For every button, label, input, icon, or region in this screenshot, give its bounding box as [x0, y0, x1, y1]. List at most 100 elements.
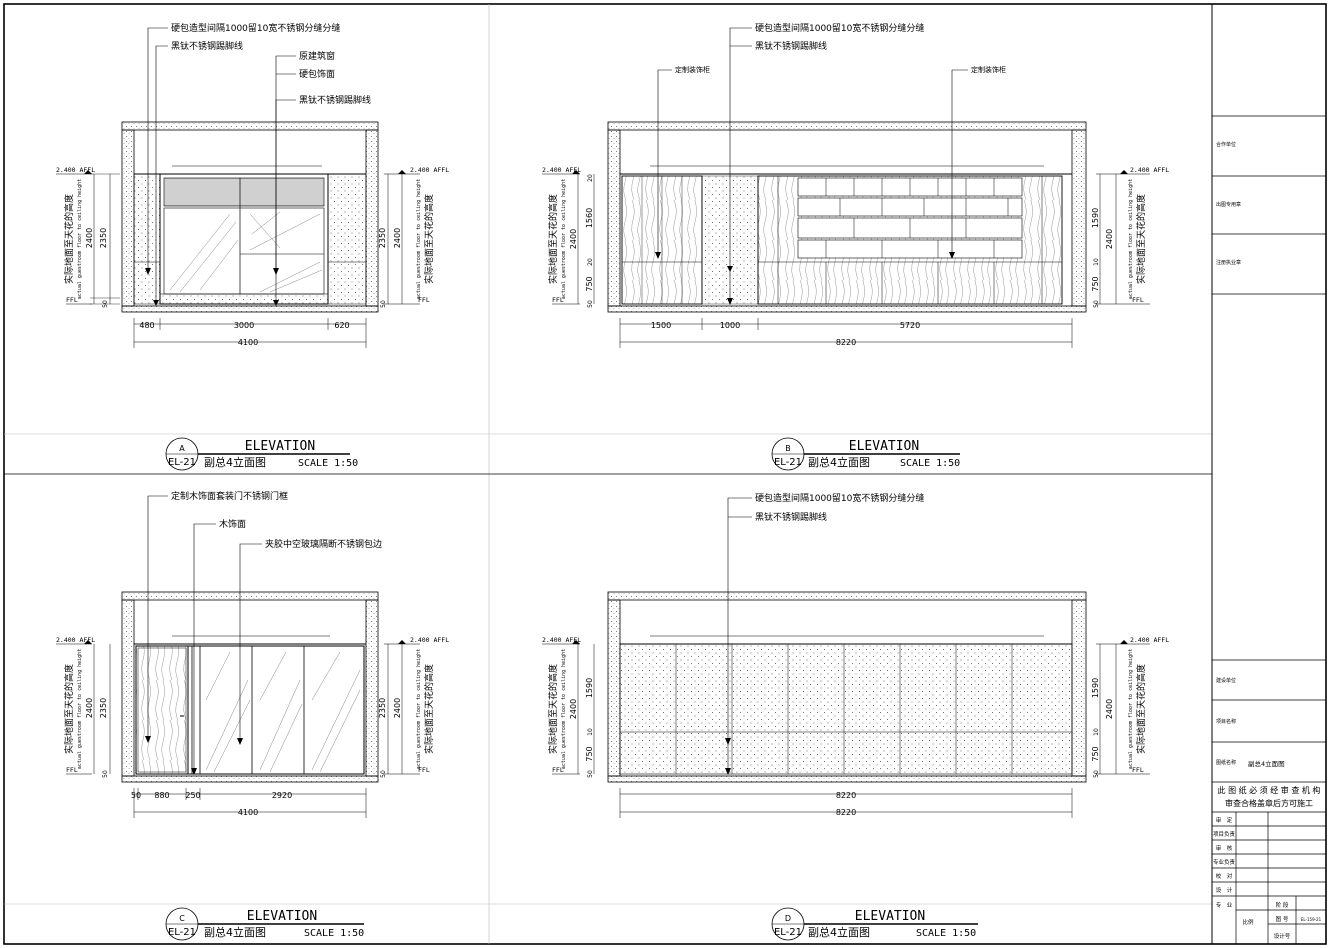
- svg-text:设计号: 设计号: [1274, 932, 1291, 940]
- svg-text:阶 段: 阶 段: [1276, 901, 1289, 909]
- svg-text:副总4立面图: 副总4立面图: [204, 925, 266, 939]
- level-markers-a-right: 2.400 AFFL FFL 2350 2400 50 actual guest…: [378, 166, 449, 308]
- svg-text:副总4立面图: 副总4立面图: [204, 455, 266, 469]
- svg-text:EL-21: EL-21: [168, 457, 196, 468]
- svg-text:ELEVATION: ELEVATION: [245, 439, 315, 454]
- svg-text:2.400 AFFL: 2.400 AFFL: [542, 166, 581, 174]
- svg-text:FFL: FFL: [552, 766, 564, 774]
- level-markers-c-right: 2.400 AFFL FFL 2350 2400 50 actual guest…: [378, 636, 449, 778]
- note-a-1: 硬包造型间隔1000留10宽不锈钢分缝分缝: [171, 22, 340, 34]
- svg-text:750: 750: [585, 276, 594, 291]
- svg-text:actual guestroom floor to ceil: actual guestroom floor to ceiling height: [77, 179, 83, 299]
- note-b-4: 定制装饰柜: [971, 65, 1006, 74]
- dim-b-1: 1500: [651, 321, 671, 330]
- dimension-chain-c: [133, 788, 367, 818]
- svg-text:B: B: [785, 444, 791, 453]
- svg-text:SCALE 1:50: SCALE 1:50: [900, 458, 960, 469]
- svg-text:出图专用章: 出图专用章: [1216, 201, 1241, 208]
- svg-text:50: 50: [102, 770, 109, 778]
- svg-text:50: 50: [380, 770, 387, 778]
- svg-text:actual guestroom floor to ceil: actual guestroom floor to ceiling height: [1128, 649, 1134, 769]
- svg-text:2400: 2400: [393, 698, 402, 718]
- svg-text:2400: 2400: [393, 228, 402, 248]
- svg-text:FFL: FFL: [1132, 766, 1144, 774]
- drawing-number: EL-159-21: [1301, 917, 1322, 922]
- svg-text:2400: 2400: [85, 698, 94, 718]
- svg-text:2400: 2400: [569, 699, 578, 719]
- building-shell-d: [607, 591, 1087, 783]
- title-d: D EL-21 ELEVATION 副总4立面图 SCALE 1:50: [771, 907, 978, 941]
- level-markers-a-left: 2.400 AFFL FFL 实际地面至天花的高度 actual guestro…: [56, 166, 120, 308]
- svg-text:ELEVATION: ELEVATION: [247, 909, 317, 924]
- svg-text:actual guestroom floor to ceil: actual guestroom floor to ceiling height: [416, 649, 422, 769]
- svg-text:副总4立面图: 副总4立面图: [808, 455, 870, 469]
- svg-text:实际地面至天花的高度: 实际地面至天花的高度: [63, 664, 75, 754]
- svg-text:actual guestroom floor to ceil: actual guestroom floor to ceiling height: [561, 649, 567, 769]
- svg-text:actual guestroom floor to ceil: actual guestroom floor to ceiling height: [561, 179, 567, 299]
- svg-text:EL-21: EL-21: [774, 457, 802, 468]
- svg-text:A: A: [179, 444, 185, 453]
- level-markers-d-right: 2.400 AFFL FFL 1590 10 750 50 2400 actua…: [1091, 636, 1169, 778]
- svg-text:SCALE 1:50: SCALE 1:50: [298, 458, 358, 469]
- annotation-leaders-b: [657, 27, 968, 304]
- level-markers-d-left: 2.400 AFFL FFL 实际地面至天花的高度 actual guestro…: [542, 636, 595, 778]
- svg-text:图纸名称: 图纸名称: [1216, 759, 1236, 766]
- note-c-1: 定制木饰面套装门不锈钢门框: [171, 490, 288, 502]
- svg-text:2350: 2350: [378, 698, 387, 718]
- dim-a-2: 3000: [234, 321, 254, 330]
- svg-text:实际地面至天花的高度: 实际地面至天花的高度: [423, 194, 435, 284]
- note-b-1: 硬包造型间隔1000留10宽不锈钢分缝分缝: [755, 22, 924, 34]
- svg-text:2400: 2400: [1105, 699, 1114, 719]
- svg-text:1590: 1590: [1091, 208, 1100, 228]
- svg-text:50: 50: [102, 300, 109, 308]
- svg-text:20: 20: [587, 258, 594, 266]
- note-c-3: 夹胶中空玻璃隔断不锈钢包边: [265, 538, 382, 550]
- note-a-3: 原建筑窗: [299, 50, 335, 62]
- svg-text:合作单位: 合作单位: [1216, 141, 1236, 148]
- soft-wall-panels-d: [619, 643, 1073, 775]
- svg-text:1590: 1590: [585, 678, 594, 698]
- note-b-2: 黑钛不锈钢踢脚线: [755, 40, 827, 52]
- svg-text:设 计: 设 计: [1216, 886, 1233, 894]
- drawing-name: 副总4立面图: [1248, 759, 1285, 768]
- dim-a-1: 480: [139, 321, 154, 330]
- note-c-2: 木饰面: [219, 518, 246, 530]
- svg-text:50: 50: [380, 300, 387, 308]
- svg-text:750: 750: [1091, 746, 1100, 761]
- dim-c-3: 250: [185, 791, 200, 800]
- svg-text:实际地面至天花的高度: 实际地面至天花的高度: [547, 194, 559, 284]
- svg-text:10: 10: [1093, 728, 1100, 736]
- svg-text:项目名称: 项目名称: [1216, 718, 1236, 725]
- svg-text:2350: 2350: [99, 228, 108, 248]
- svg-text:EL-21: EL-21: [168, 927, 196, 938]
- elevation-panel-a: 硬包造型间隔1000留10宽不锈钢分缝分缝 黑钛不锈钢踢脚线 原建筑窗 硬包饰面…: [56, 22, 449, 471]
- svg-text:审 定: 审 定: [1216, 816, 1233, 824]
- dim-d-total: 8220: [836, 808, 856, 817]
- svg-text:审 核: 审 核: [1216, 844, 1233, 852]
- svg-text:审查合格盖章后方可施工: 审查合格盖章后方可施工: [1225, 798, 1313, 808]
- elevation-panel-c: 定制木饰面套装门不锈钢门框 木饰面 夹胶中空玻璃隔断不锈钢包边 2.400 AF…: [56, 490, 449, 941]
- svg-text:实际地面至天花的高度: 实际地面至天花的高度: [423, 664, 435, 754]
- dim-b-total: 8220: [836, 338, 856, 347]
- building-shell-a: [121, 121, 379, 313]
- svg-text:实际地面至天花的高度: 实际地面至天花的高度: [547, 664, 559, 754]
- svg-text:ELEVATION: ELEVATION: [849, 439, 919, 454]
- svg-text:FFL: FFL: [418, 296, 430, 304]
- title-block-text: 合作单位 出图专用章 注册执业章 建设单位 项目名称 图纸名称 副总4立面图 此…: [1213, 141, 1322, 940]
- svg-text:实际地面至天花的高度: 实际地面至天花的高度: [1135, 664, 1147, 754]
- title-b: B EL-21 ELEVATION 副总4立面图 SCALE 1:50: [771, 437, 960, 471]
- svg-text:2400: 2400: [1105, 229, 1114, 249]
- note-d-2: 黑钛不锈钢踢脚线: [755, 511, 827, 523]
- svg-text:此 图 纸 必 须 经 审 查 机 构: 此 图 纸 必 须 经 审 查 机 构: [1218, 785, 1321, 795]
- svg-text:2350: 2350: [99, 698, 108, 718]
- soft-wall-panel-right: [327, 173, 367, 305]
- svg-text:专 业: 专 业: [1216, 901, 1233, 909]
- dim-c-4: 2920: [272, 791, 292, 800]
- svg-text:2.400 AFFL: 2.400 AFFL: [410, 166, 449, 174]
- svg-text:2350: 2350: [378, 228, 387, 248]
- svg-text:2.400 AFFL: 2.400 AFFL: [410, 636, 449, 644]
- dim-c-2: 880: [154, 791, 169, 800]
- svg-text:50: 50: [1093, 300, 1100, 308]
- svg-text:EL-21: EL-21: [774, 927, 802, 938]
